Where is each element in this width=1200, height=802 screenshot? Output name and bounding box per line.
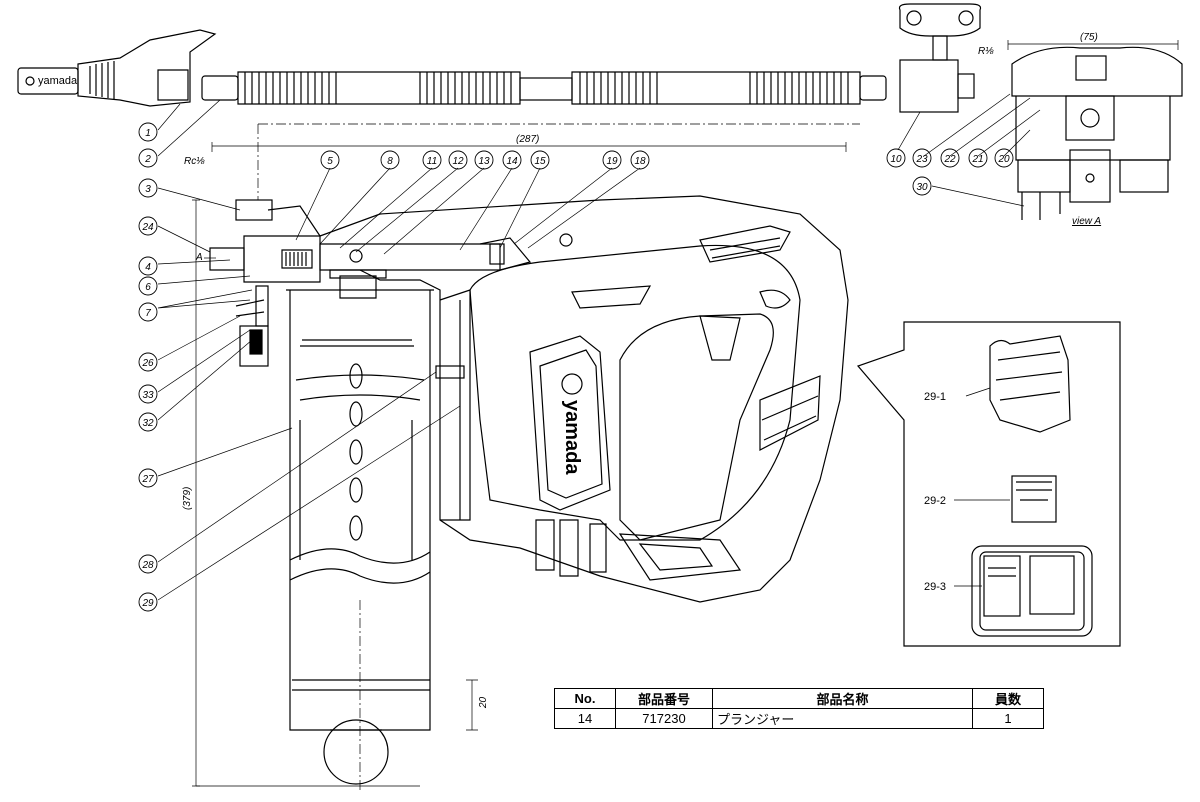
table-row: 14 717230 プランジャー 1 bbox=[554, 708, 1044, 729]
battery-inset bbox=[856, 321, 1121, 647]
callout-circle-29 bbox=[138, 592, 158, 612]
callout-5: 5 bbox=[327, 156, 333, 167]
callout-circle-7 bbox=[138, 302, 158, 322]
callout-circle-13 bbox=[474, 150, 494, 170]
callout-bubbles bbox=[138, 122, 1014, 612]
callout-26: 26 bbox=[141, 358, 154, 369]
coupler-nozzle: yamada bbox=[17, 29, 217, 107]
callout-24: 24 bbox=[141, 222, 154, 233]
grease-hose bbox=[201, 71, 887, 105]
dim-width-75: (75) bbox=[1080, 32, 1098, 43]
callout-circle-23 bbox=[912, 148, 932, 168]
callout-circle-19 bbox=[602, 150, 622, 170]
callout-labels: 1 2 3 24 4 6 7 26 33 32 27 28 29 5 8 11 … bbox=[141, 128, 1010, 609]
callout-29: 29 bbox=[141, 598, 154, 609]
cell-no: 14 bbox=[554, 708, 616, 729]
annotation-r: R⅛ bbox=[978, 46, 994, 57]
callout-30: 30 bbox=[916, 182, 928, 193]
cell-qty: 1 bbox=[972, 708, 1044, 729]
callout-circle-2 bbox=[138, 148, 158, 168]
callout-circle-28 bbox=[138, 554, 158, 574]
battery-label-29-1: 29-1 bbox=[924, 391, 946, 403]
callout-22: 22 bbox=[943, 154, 956, 165]
callout-2: 2 bbox=[144, 154, 151, 165]
shutoff-valve bbox=[898, 3, 982, 113]
callout-circle-20 bbox=[994, 148, 1014, 168]
annotation-a: A bbox=[195, 252, 203, 263]
callout-circle-32 bbox=[138, 412, 158, 432]
callout-8: 8 bbox=[387, 156, 393, 167]
battery-label-29-2: 29-2 bbox=[924, 495, 946, 507]
callout-4: 4 bbox=[145, 262, 151, 273]
dim-height-379: (379) bbox=[182, 487, 193, 510]
callout-circle-15 bbox=[530, 150, 550, 170]
callout-circle-1 bbox=[138, 122, 158, 142]
callout-15: 15 bbox=[534, 156, 546, 167]
callout-circle-12 bbox=[448, 150, 468, 170]
gun-head-assembly bbox=[209, 199, 573, 367]
dim-tube-20: 20 bbox=[478, 696, 489, 709]
callout-circle-22 bbox=[940, 148, 960, 168]
coupler-logo-text: yamada bbox=[38, 75, 78, 87]
callout-circle-5 bbox=[320, 150, 340, 170]
callout-6: 6 bbox=[145, 282, 151, 293]
header-part-name: 部品名称 bbox=[712, 688, 973, 709]
callout-circle-21 bbox=[968, 148, 988, 168]
grease-cylinder bbox=[286, 269, 465, 785]
annotation-rc: Rc⅛ bbox=[184, 156, 205, 167]
callout-13: 13 bbox=[478, 156, 490, 167]
header-qty: 員数 bbox=[972, 688, 1044, 709]
callout-3: 3 bbox=[145, 184, 151, 195]
callout-circle-10 bbox=[886, 148, 906, 168]
callout-circle-26 bbox=[138, 352, 158, 372]
callout-circle-11 bbox=[422, 150, 442, 170]
callout-circle-8 bbox=[380, 150, 400, 170]
housing-logo-text: yamada bbox=[561, 400, 583, 475]
view-a-detail bbox=[1011, 46, 1183, 220]
cell-part-name: プランジャー bbox=[712, 708, 973, 729]
callout-11: 11 bbox=[427, 156, 437, 167]
gun-housing: yamada bbox=[319, 195, 849, 603]
callout-circle-27 bbox=[138, 468, 158, 488]
callout-1: 1 bbox=[145, 128, 151, 139]
callout-circle-4 bbox=[138, 256, 158, 276]
callout-14: 14 bbox=[506, 156, 518, 167]
callout-20: 20 bbox=[997, 154, 1010, 165]
header-part-number: 部品番号 bbox=[615, 688, 713, 709]
callout-circle-24 bbox=[138, 216, 158, 236]
leader-lines bbox=[157, 93, 1041, 601]
annotation-view-a: view A bbox=[1072, 216, 1101, 227]
callout-7: 7 bbox=[145, 308, 151, 319]
battery-label-29-3: 29-3 bbox=[924, 581, 946, 593]
callout-32: 32 bbox=[142, 418, 154, 429]
parts-table: No. 部品番号 部品名称 員数 14 717230 プランジャー 1 bbox=[554, 688, 1044, 729]
callout-19: 19 bbox=[606, 156, 618, 167]
callout-33: 33 bbox=[142, 390, 154, 401]
callout-12: 12 bbox=[452, 156, 464, 167]
callout-21: 21 bbox=[971, 154, 983, 165]
header-no: No. bbox=[554, 688, 616, 709]
callout-circle-6 bbox=[138, 276, 158, 296]
callout-10: 10 bbox=[890, 154, 902, 165]
callout-28: 28 bbox=[141, 560, 154, 571]
dimension-lines bbox=[192, 40, 1179, 790]
callout-circle-3 bbox=[138, 178, 158, 198]
callout-circle-14 bbox=[502, 150, 522, 170]
callout-circle-18 bbox=[630, 150, 650, 170]
callout-18: 18 bbox=[634, 156, 646, 167]
dim-width-287: (287) bbox=[516, 134, 539, 145]
callout-23: 23 bbox=[915, 154, 928, 165]
callout-circle-33 bbox=[138, 384, 158, 404]
callout-circle-30 bbox=[912, 176, 932, 196]
cell-part-number: 717230 bbox=[615, 708, 713, 729]
callout-27: 27 bbox=[141, 474, 154, 485]
parts-table-header-row: No. 部品番号 部品名称 員数 bbox=[554, 688, 1044, 709]
